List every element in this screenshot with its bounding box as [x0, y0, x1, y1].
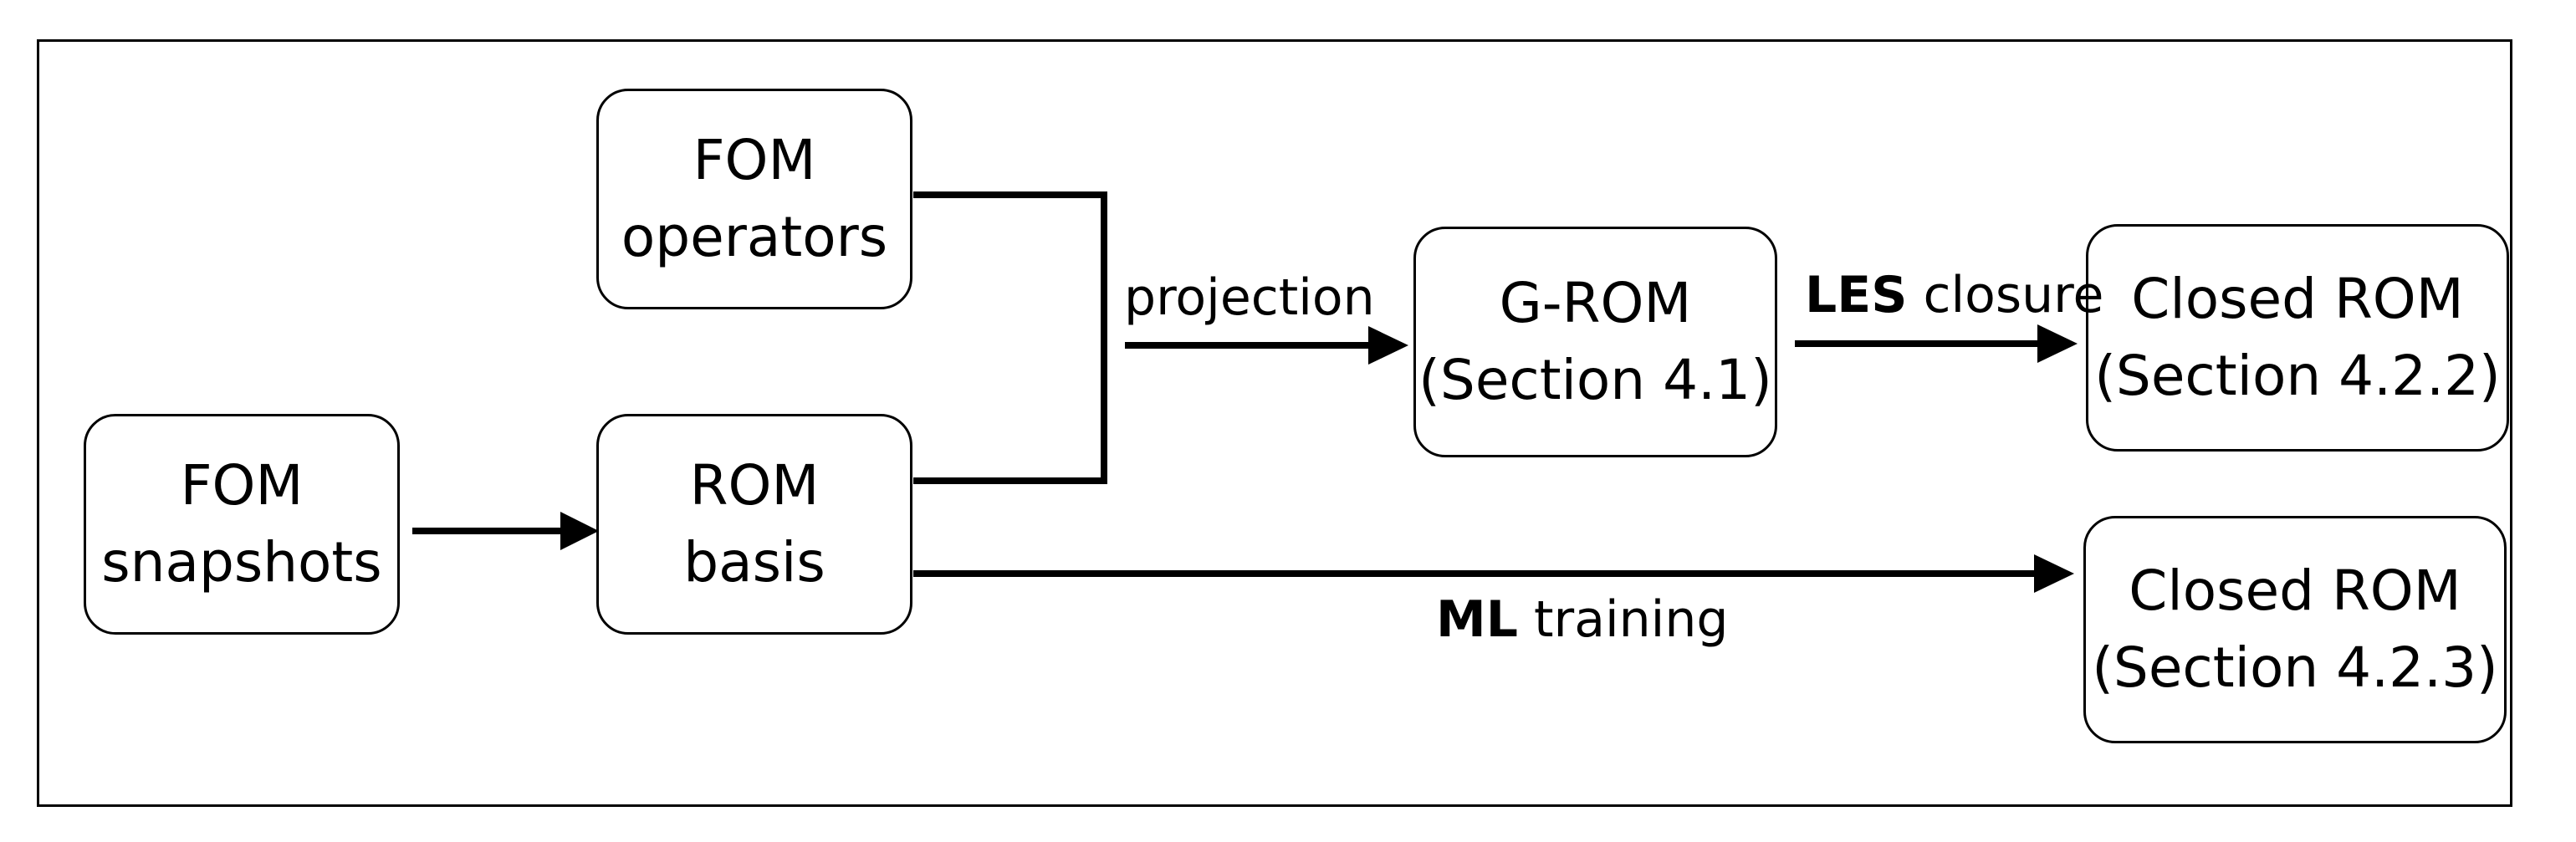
edge-label-ml-training-rest: training: [1517, 590, 1729, 649]
node-closed-rom-ml-line1: Closed ROM: [2129, 559, 2461, 623]
node-fom-snapshots: FOM snapshots: [84, 414, 400, 635]
node-rom-basis-line2: basis: [683, 530, 825, 595]
arrow-ml-training: [913, 554, 2074, 593]
arrow-les-closure: [1795, 324, 2078, 363]
edge-label-projection: projection: [1124, 268, 1375, 327]
node-closed-rom-les-line2: (Section 4.2.2): [2094, 344, 2501, 408]
edge-label-ml-training: ML training: [1436, 590, 1728, 649]
diagram-frame: [37, 39, 2512, 807]
node-g-rom-line2: (Section 4.1): [1418, 348, 1772, 412]
node-fom-operators-line1: FOM: [693, 128, 816, 192]
edge-label-les-closure-rest: closure: [1907, 266, 2104, 324]
node-fom-operators: FOM operators: [596, 89, 912, 309]
node-closed-rom-ml: Closed ROM (Section 4.2.3): [2083, 516, 2507, 743]
node-fom-snapshots-line2: snapshots: [101, 530, 382, 595]
edge-label-ml-training-bold: ML: [1436, 590, 1518, 649]
node-closed-rom-les: Closed ROM (Section 4.2.2): [2086, 224, 2509, 452]
node-fom-operators-line2: operators: [621, 205, 888, 269]
arrow-snapshots-to-basis: [412, 512, 599, 550]
node-g-rom-line1: G-ROM: [1499, 271, 1692, 335]
edge-label-projection-text: projection: [1124, 268, 1375, 327]
arrow-projection: [1125, 326, 1408, 365]
node-rom-basis: ROM basis: [596, 414, 912, 635]
node-g-rom: G-ROM (Section 4.1): [1413, 227, 1777, 457]
node-rom-basis-line1: ROM: [689, 453, 820, 518]
edge-label-les-closure-bold: LES: [1805, 266, 1908, 324]
edge-label-les-closure: LES closure: [1805, 266, 2103, 324]
node-closed-rom-les-line1: Closed ROM: [2131, 267, 2464, 331]
node-closed-rom-ml-line2: (Section 4.2.3): [2092, 635, 2498, 700]
node-fom-snapshots-line1: FOM: [180, 453, 304, 518]
